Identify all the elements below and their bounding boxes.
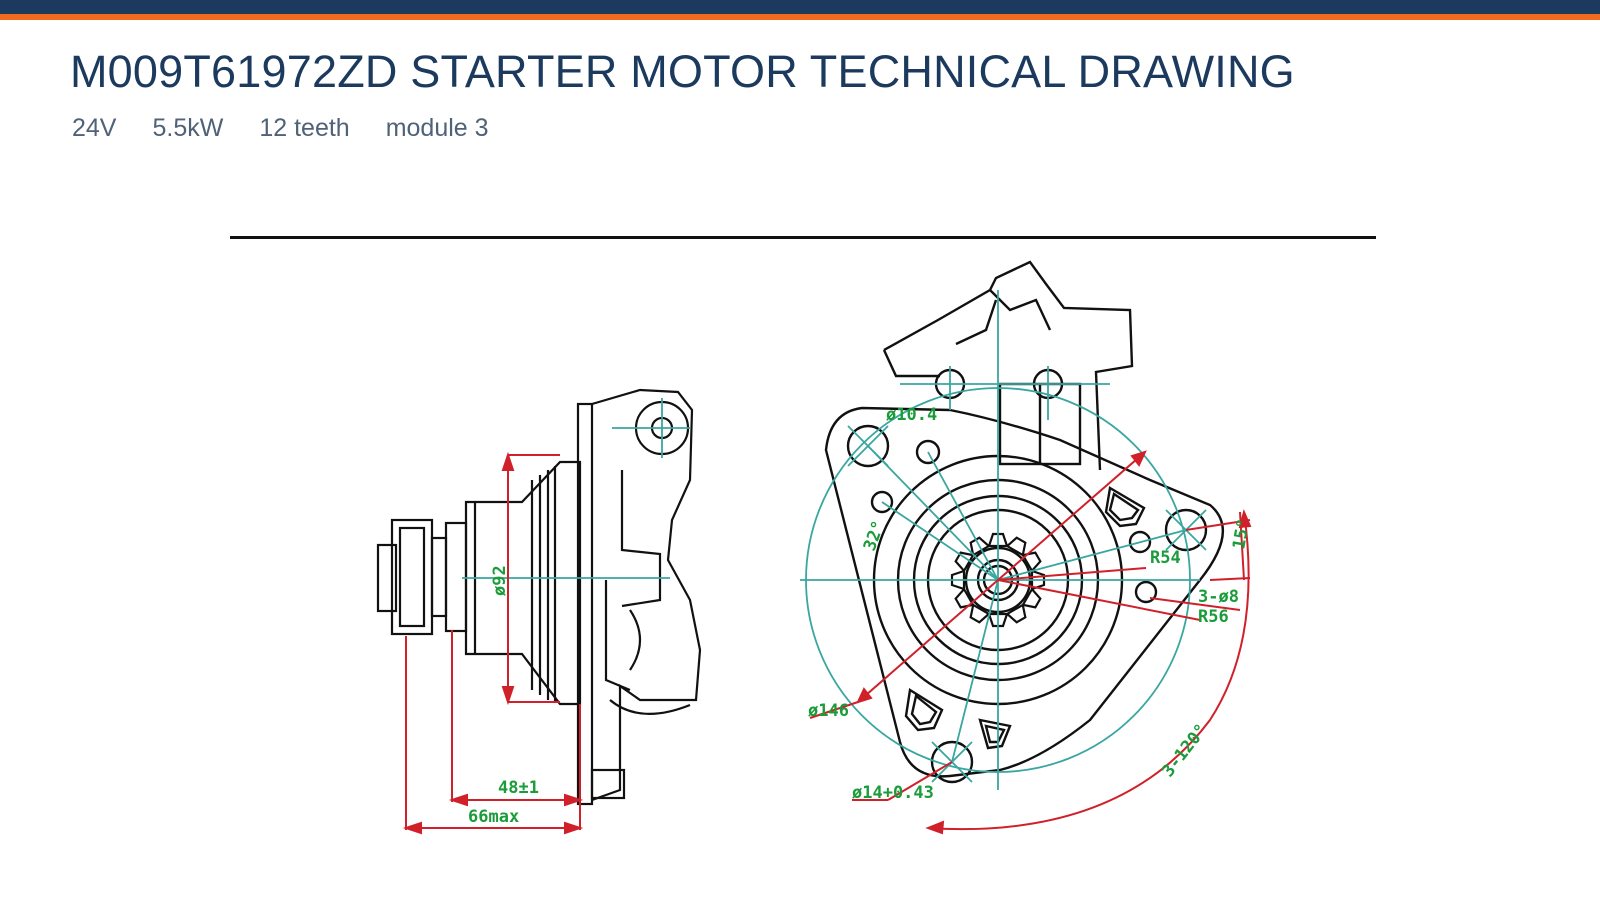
front-view: [824, 260, 1224, 784]
spec-module: module 3: [385, 114, 489, 142]
label-mount-hole-14: ø14+0.43: [852, 783, 934, 803]
label-length-48: 48±1: [498, 778, 539, 798]
label-angle-3x120: 3-120°: [1158, 720, 1212, 781]
front-view-dimensions: [809, 450, 1252, 835]
side-view: [376, 388, 702, 806]
label-angle-32: 32°: [860, 518, 889, 554]
drawing-frame-line: [230, 236, 1376, 239]
label-angle-15: 15°: [1229, 517, 1254, 551]
label-holes-3x8: 3-ø8: [1198, 587, 1239, 607]
label-diameter-92: ø92: [490, 565, 510, 596]
page-title: M009T61972ZD STARTER MOTOR TECHNICAL DRA…: [70, 46, 1295, 97]
label-r56: R56: [1198, 607, 1229, 627]
side-view-centerlines: [462, 398, 690, 579]
side-view-dimensions: [402, 451, 584, 835]
header-bar-orange: [0, 14, 1600, 20]
spec-power: 5.5kW: [152, 114, 224, 142]
spec-list: 24V 5.5kW 12 teeth module 3: [72, 114, 489, 143]
label-length-66: 66max: [468, 807, 519, 827]
label-hole-10-4: ø10.4: [886, 405, 937, 425]
label-pitch-circle-146: ø146: [808, 701, 849, 721]
spec-teeth: 12 teeth: [259, 114, 350, 142]
label-r54: R54: [1150, 548, 1181, 568]
header-bar-navy: [0, 0, 1600, 14]
spec-voltage: 24V: [72, 114, 117, 142]
front-view-centerlines: [800, 290, 1207, 790]
